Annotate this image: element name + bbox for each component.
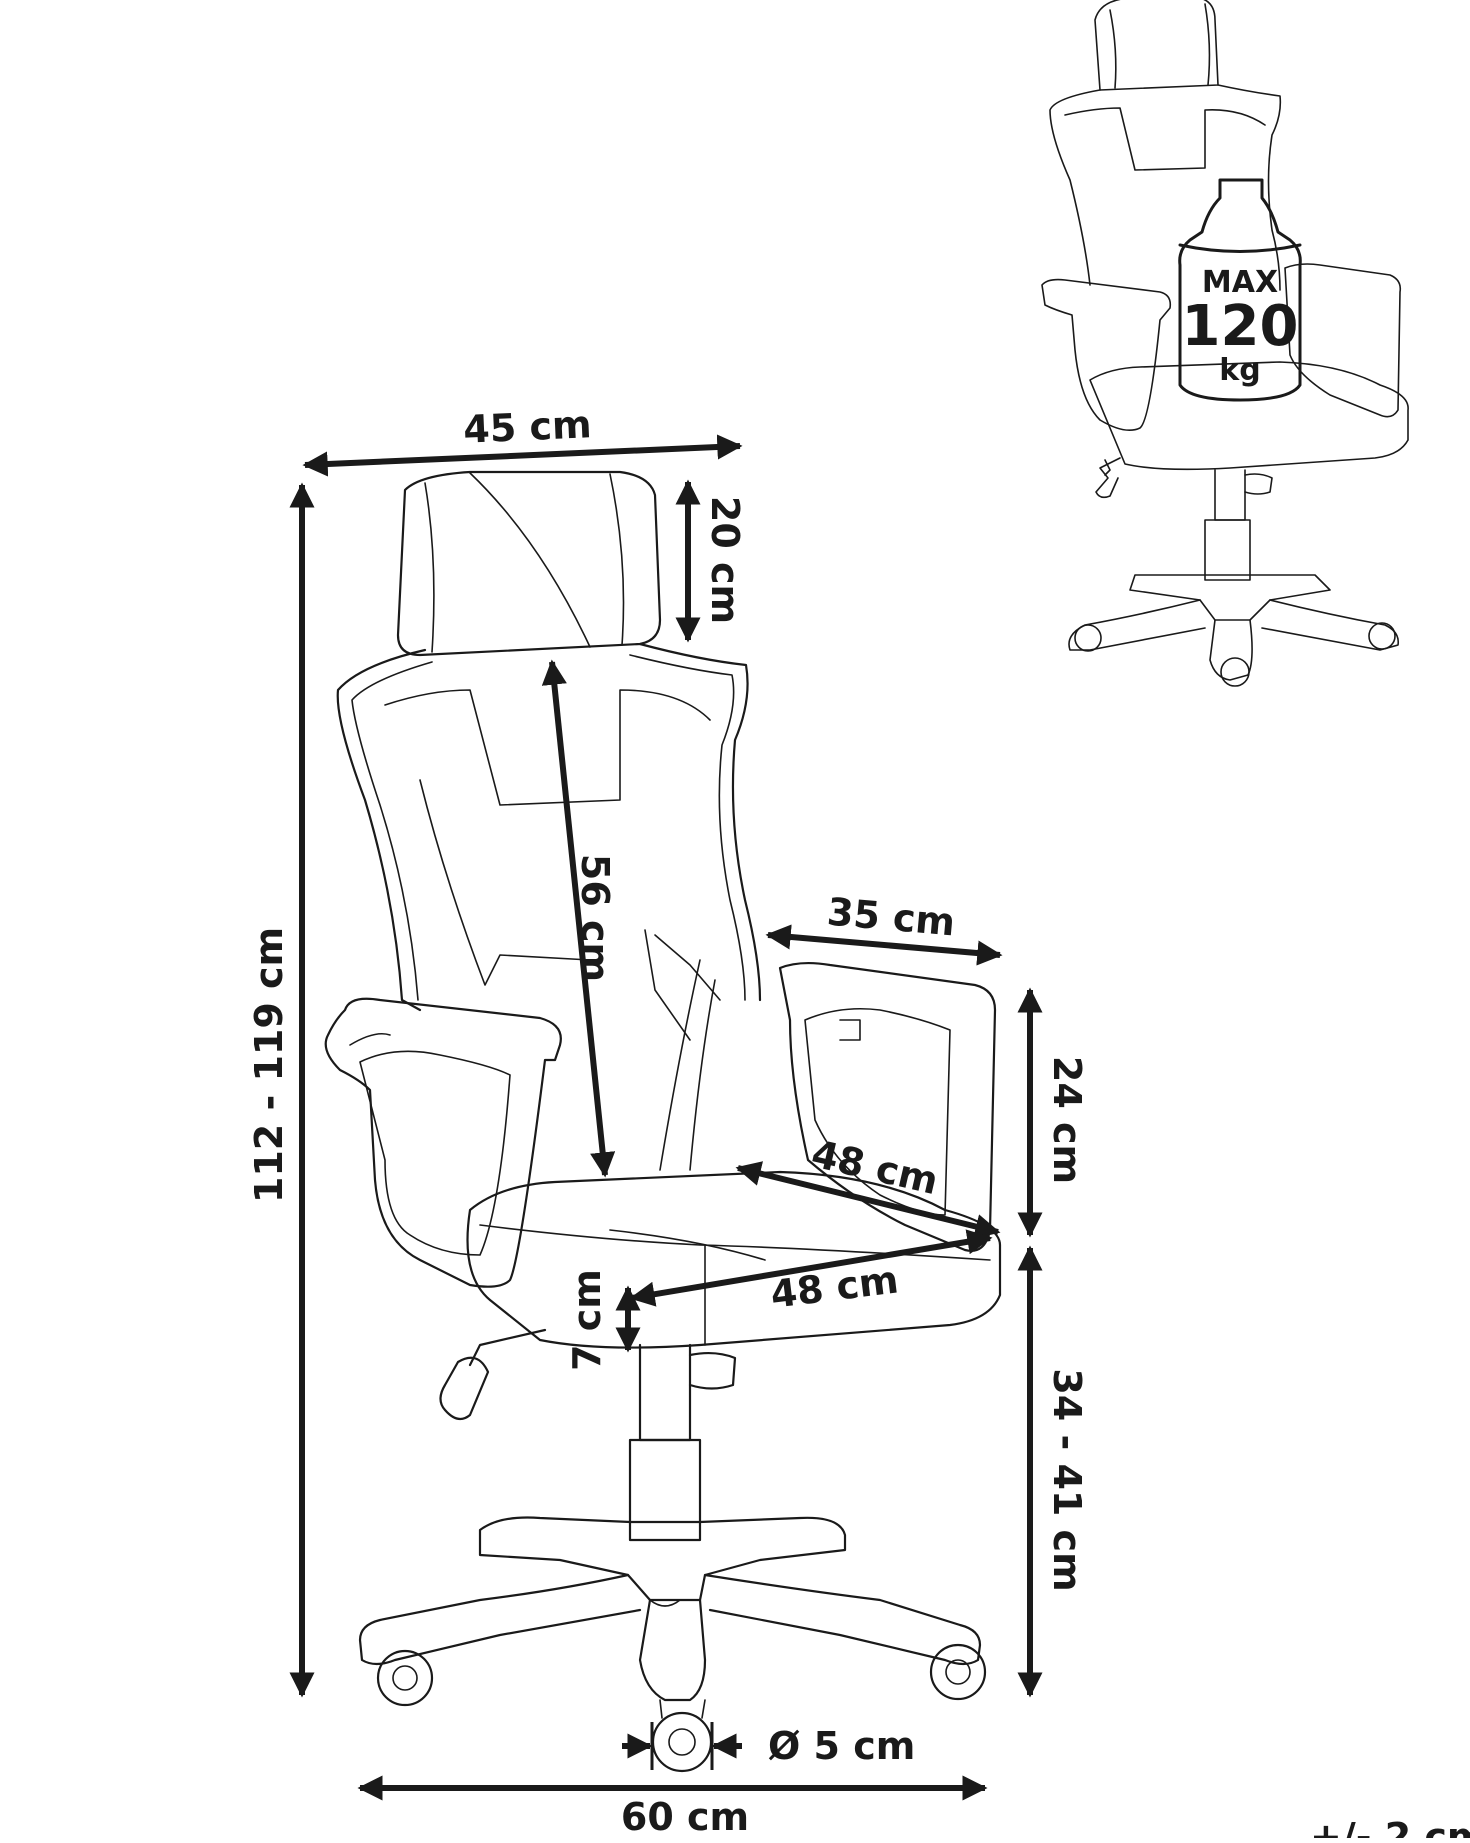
backrest-mesh <box>384 689 711 806</box>
dim-armrest-length <box>765 924 1003 966</box>
badge-max-unit: kg <box>1219 353 1260 388</box>
backrest-frame <box>336 648 427 1012</box>
label-total-height: 112 - 119 cm <box>247 927 291 1203</box>
left-armrest <box>324 997 562 1288</box>
label-backrest-height: 56 cm <box>573 854 617 982</box>
max-load-badge: MAX 120 kg <box>1178 178 1302 402</box>
label-base-width: 60 cm <box>621 1795 749 1838</box>
dimension-labels: 45 cm 20 cm 112 - 119 cm 56 cm 35 cm 24 … <box>247 402 1470 1843</box>
headrest <box>396 470 662 657</box>
weight-icon <box>1178 178 1302 402</box>
gas-lift <box>638 1343 692 1442</box>
chair-base <box>478 1516 847 1602</box>
label-caster-diameter: Ø 5 cm <box>768 1724 915 1768</box>
caster-right <box>929 1643 987 1701</box>
label-tolerance: +/- 2 cm <box>1310 1815 1470 1838</box>
label-armrest-length: 35 cm <box>825 890 957 945</box>
dim-seat-depth <box>735 1161 1001 1239</box>
dim-width-top <box>302 434 743 477</box>
main-chair-drawing <box>324 470 1002 1773</box>
label-seat-width: 48 cm <box>768 1257 901 1316</box>
badge-max-label: MAX <box>1202 265 1278 300</box>
badge-max-value: 120 <box>1182 294 1299 359</box>
label-seat-height: 34 - 41 cm <box>1045 1368 1089 1591</box>
dim-seat-width <box>629 1229 993 1307</box>
label-width-top: 45 cm <box>462 402 592 452</box>
small-chair-drawing <box>1041 0 1409 687</box>
dimension-lines <box>289 434 1043 1801</box>
caster-center <box>651 1711 713 1773</box>
caster-left <box>376 1649 434 1707</box>
label-headrest-height: 20 cm <box>703 496 747 624</box>
label-armrest-height: 24 cm <box>1045 1056 1089 1184</box>
dim-backrest-height <box>541 659 616 1178</box>
label-seat-thickness: 7 cm <box>565 1269 609 1371</box>
